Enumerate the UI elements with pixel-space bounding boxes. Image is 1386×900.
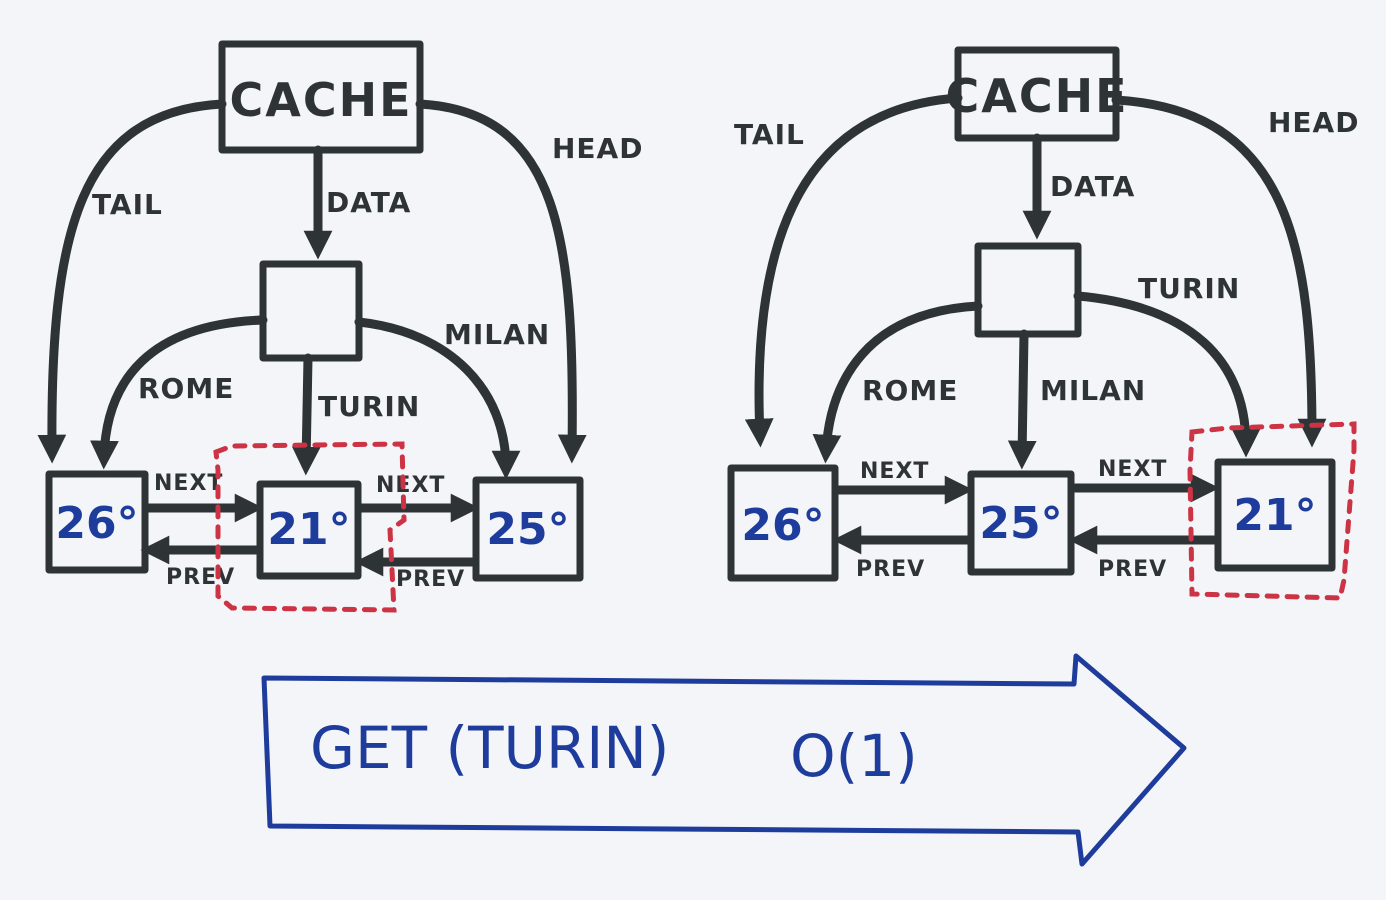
left-node-3-value: 25° (486, 504, 569, 555)
left-turin-arrow (291, 353, 321, 476)
left-milan-arrow (354, 317, 521, 480)
left-node-2-value: 21° (267, 504, 350, 555)
right-node-3 (1214, 458, 1336, 572)
left-diagram: CACHE TAIL HEAD DATA ROME TURIN MILAN 26… (37, 40, 643, 613)
right-node-1 (727, 464, 839, 582)
right-milan-label: MILAN (1040, 374, 1146, 407)
right-rome-label: ROME (862, 374, 958, 407)
right-tail-arrow (744, 93, 963, 448)
right-rome-arrow (812, 301, 983, 464)
left-node-2 (256, 480, 362, 580)
left-prev-label-1: PREV (166, 565, 235, 590)
operation-arrow-shape (261, 653, 1187, 867)
left-data-box (259, 260, 363, 362)
operation-arrow: GET (TURIN) O(1) (261, 653, 1187, 867)
right-tail-label: TAIL (734, 118, 805, 151)
left-tail-arrow (37, 99, 227, 464)
right-prev-label-1: PREV (856, 557, 925, 582)
right-head-label: HEAD (1268, 106, 1359, 139)
right-turin-label: TURIN (1138, 272, 1240, 305)
right-cache-label: CACHE (945, 69, 1128, 123)
right-node-3-value: 21° (1233, 490, 1316, 541)
right-next-label-1: NEXT (860, 459, 929, 484)
left-node-3 (472, 476, 584, 582)
right-data-box (974, 242, 1082, 338)
right-data-label: DATA (1050, 170, 1135, 203)
left-prev-label-2: PREV (396, 567, 465, 592)
operation-complexity: O(1) (790, 722, 918, 790)
right-highlight-dashed-box (1187, 421, 1357, 601)
left-cache-label: CACHE (229, 73, 412, 127)
right-next-label-2: NEXT (1098, 457, 1167, 482)
right-prev-label-2: PREV (1098, 557, 1167, 582)
left-head-label: HEAD (552, 132, 643, 165)
left-turin-label: TURIN (318, 390, 420, 423)
left-milan-label: MILAN (444, 318, 550, 351)
left-node-1-value: 26° (55, 498, 138, 549)
left-node-1 (45, 470, 149, 574)
left-head-arrow (415, 99, 587, 464)
operation-label: GET (TURIN) (310, 714, 669, 782)
right-head-arrow (1111, 95, 1327, 448)
left-data-label: DATA (326, 186, 411, 219)
left-next-label-2: NEXT (376, 473, 445, 498)
left-rome-label: ROME (138, 372, 234, 405)
left-highlight-dashed-box (213, 441, 407, 613)
left-next-label-1: NEXT (154, 471, 223, 496)
right-node-2-value: 25° (979, 498, 1062, 549)
right-diagram: CACHE TAIL HEAD DATA ROME MILAN TURIN 26… (727, 46, 1359, 601)
left-tail-label: TAIL (92, 188, 163, 221)
right-node-2 (967, 470, 1075, 576)
left-rome-arrow (90, 315, 268, 470)
right-turin-arrow (1073, 291, 1261, 458)
right-milan-arrow (1007, 329, 1037, 470)
right-node-1-value: 26° (741, 500, 824, 551)
